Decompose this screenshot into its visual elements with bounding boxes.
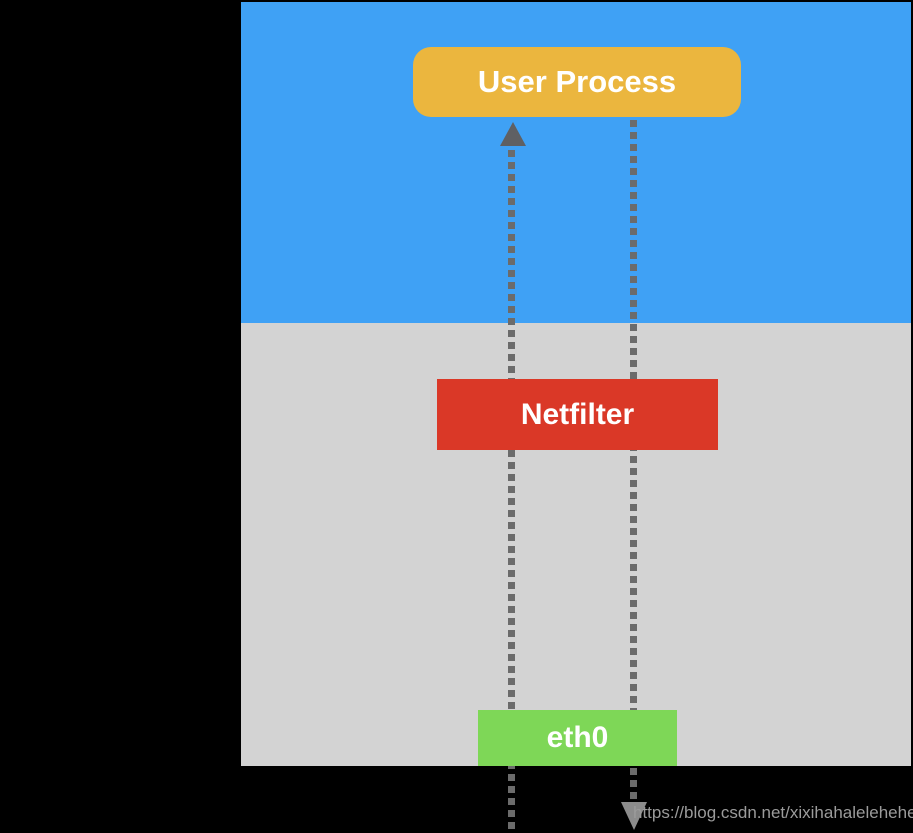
netfilter-label: Netfilter: [520, 397, 635, 431]
arrow-down-icon: [621, 802, 647, 830]
incoming-packet-dotted-line: [508, 150, 515, 832]
eth0-label: eth0: [546, 721, 609, 754]
outgoing-packet-dotted-line: [630, 120, 637, 802]
arrow-up-icon: [500, 122, 526, 146]
netfilter-box: Netfilter: [437, 379, 718, 450]
eth0-box: eth0: [478, 710, 677, 766]
user-process-box: User Process: [413, 47, 741, 117]
watermark-url: https://blog.csdn.net/xixihahalelehehe: [633, 803, 913, 822]
user-process-label: User Process: [477, 64, 677, 99]
